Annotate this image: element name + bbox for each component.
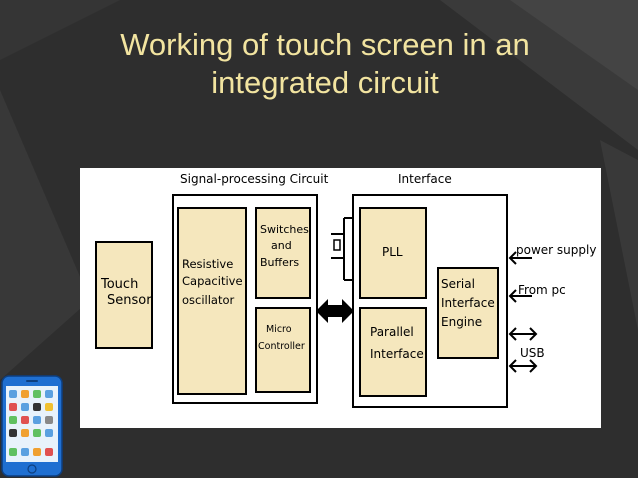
micro-controller-block — [255, 307, 311, 393]
micro-label-1: Micro — [266, 324, 292, 335]
switches-label-3: Buffers — [260, 256, 299, 269]
usb-label: USB — [520, 346, 545, 360]
switches-buffers-block — [255, 207, 311, 299]
block-diagram: Signal-processing Circuit Interface Touc… — [80, 168, 601, 428]
title-line-1: Working of touch screen in an — [120, 27, 530, 62]
oscillator-label-2: Capacitive — [182, 274, 243, 288]
smartphone-icon — [1, 375, 63, 477]
touch-sensor-label-2: Sensor — [107, 293, 152, 308]
power-supply-arrow-icon — [508, 251, 532, 265]
bidirectional-arrow-icon — [316, 299, 354, 323]
parallel-label-2: Interface — [370, 347, 424, 361]
slide-title: Working of touch screen in an integrated… — [60, 26, 590, 102]
capacitor-symbol-icon — [331, 217, 353, 281]
from-pc-arrow-icon — [508, 289, 532, 303]
touch-sensor-label-1: Touch — [100, 277, 138, 292]
switches-label-1: Switches — [260, 223, 309, 236]
pll-block — [359, 207, 427, 299]
serial-interface-block — [437, 267, 499, 359]
from-pc-label: From pc — [518, 283, 566, 297]
serial-label-3: Engine — [441, 315, 482, 329]
serial-label-2: Interface — [441, 296, 495, 310]
parallel-interface-block — [359, 307, 427, 397]
serial-label-1: Serial — [441, 277, 475, 291]
oscillator-label-3: oscillator — [182, 293, 235, 307]
interface-header: Interface — [398, 172, 452, 186]
pll-label: PLL — [382, 245, 403, 259]
switches-label-2: and — [271, 239, 292, 252]
parallel-label-1: Parallel — [370, 325, 414, 339]
signal-processing-header: Signal-processing Circuit — [180, 172, 329, 186]
oscillator-label-1: Resistive — [182, 257, 233, 271]
power-supply-label: power supply — [516, 243, 596, 257]
micro-label-2: Controller — [258, 341, 305, 352]
signal-processing-box — [172, 194, 318, 404]
oscillator-block — [177, 207, 247, 395]
block-diagram-svg: Signal-processing Circuit Interface Touc… — [95, 172, 596, 408]
title-line-2: integrated circuit — [211, 65, 439, 100]
touch-sensor-block — [95, 241, 153, 349]
interface-box — [352, 194, 508, 408]
usb-arrow-icon — [508, 327, 538, 373]
